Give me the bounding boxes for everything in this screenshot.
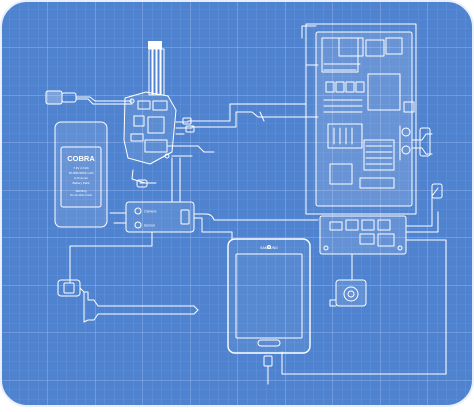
wire-board-to-mainboard-b <box>191 111 319 128</box>
battery-spec-line: Li-Polymer <box>74 176 88 180</box>
tablet-brand: SAMSUNG <box>260 246 278 250</box>
battery-spec-line: 15.0Wh/2500 mAh <box>69 171 94 175</box>
dc-connector-icon <box>45 90 133 105</box>
battery-brand: COBRA <box>67 154 95 163</box>
tablet-icon <box>227 238 311 354</box>
mainboard-side-connector <box>411 133 433 141</box>
battery-spec-line: Warning <box>75 189 86 193</box>
battery-lead <box>131 169 157 184</box>
camera-module-icon <box>329 279 367 307</box>
battery-spec-line: 7.4V 2.0 Ah <box>73 166 89 170</box>
hub-bottom-label: Sensor <box>144 224 156 228</box>
usb-connector-icon <box>263 355 273 385</box>
hub-top-label: Camera <box>144 210 157 214</box>
battery-spec-line: Do not short-circuit <box>70 193 92 197</box>
battery-spec-line: Battery Pack <box>72 181 90 185</box>
microcontroller-board-icon <box>123 91 195 165</box>
camera-sensor-hub-icon <box>125 201 195 233</box>
antenna-icon <box>57 279 199 323</box>
battery-icon <box>54 121 108 228</box>
battery-label: COBRA 7.4V 2.0 Ah 15.0Wh/2500 mAh Li-Pol… <box>67 154 95 197</box>
main-circuit-board-icon <box>305 23 417 215</box>
wire-relay-to-tablet <box>281 239 447 375</box>
wire-board-to-mainboard-a <box>187 64 319 122</box>
wire-hub-to-relay <box>193 213 319 221</box>
relay-output-wire <box>405 187 439 227</box>
relay-board-icon <box>319 215 407 255</box>
antenna-cable <box>69 231 153 283</box>
